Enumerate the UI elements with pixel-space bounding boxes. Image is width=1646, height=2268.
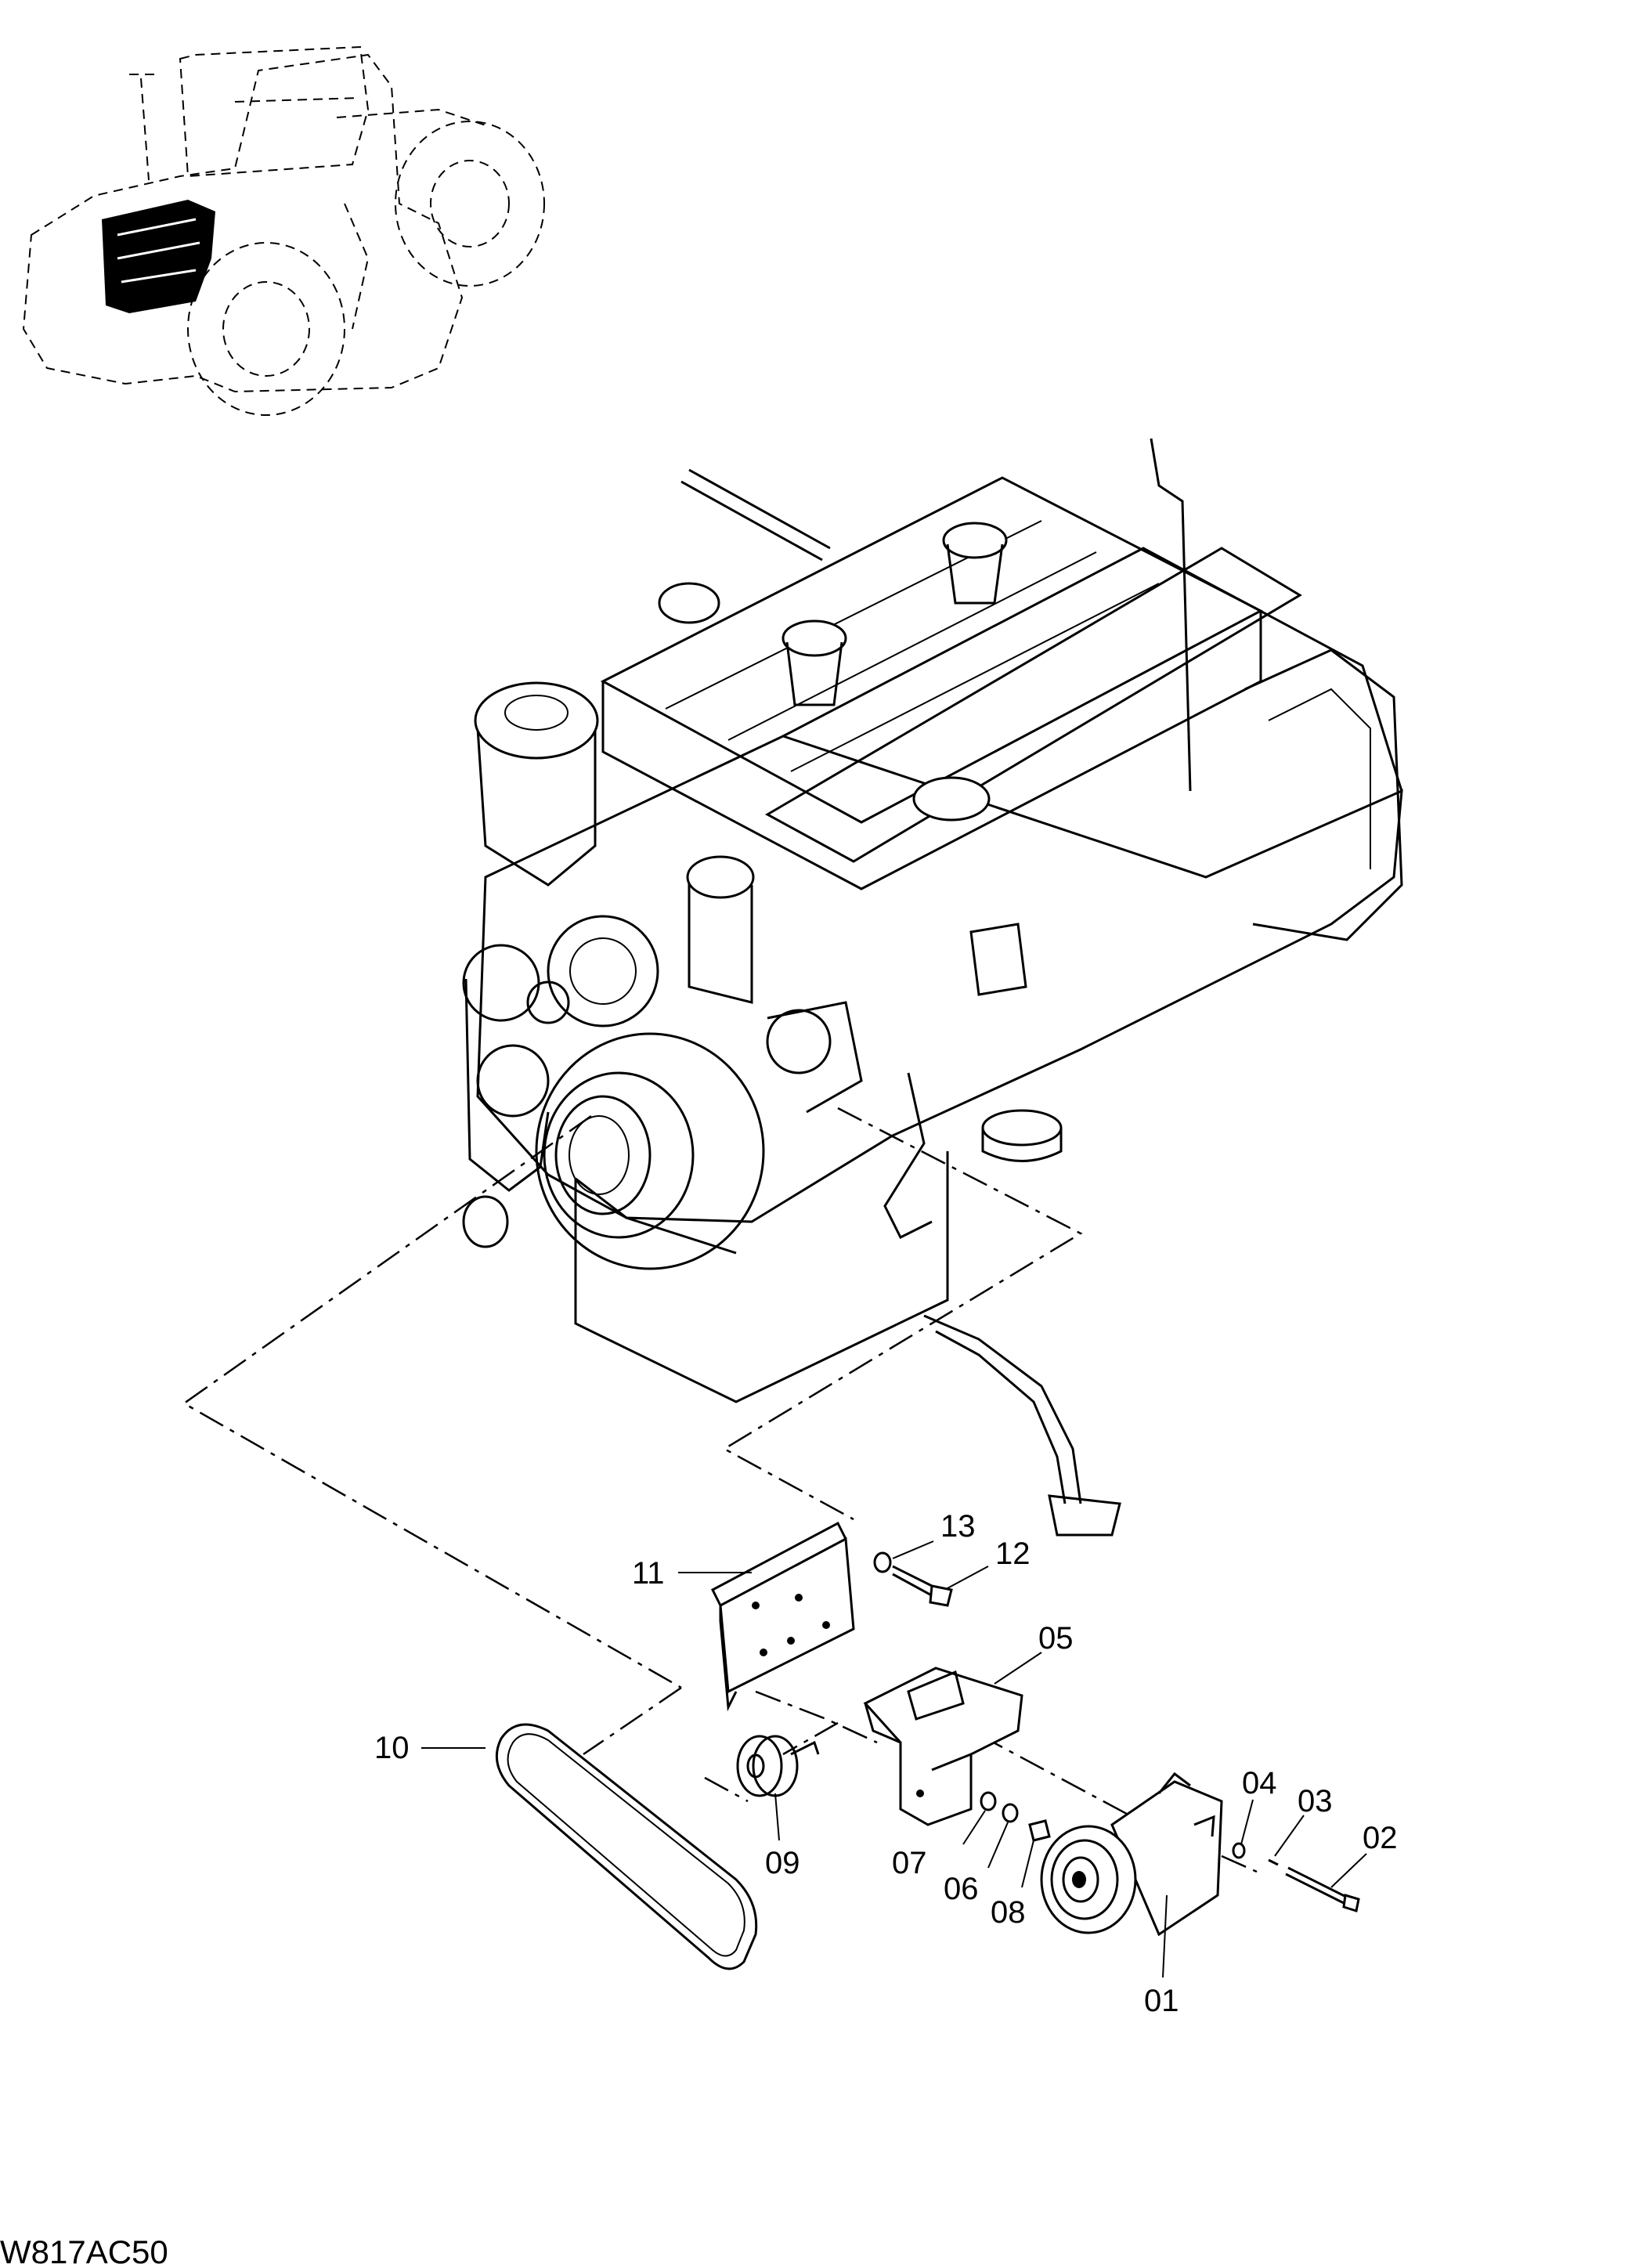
callout-07: 07 [892,1846,927,1880]
part-08-nut [1028,1819,1051,1842]
part-12-bolt [892,1565,953,1607]
leader-06 [987,1822,1009,1869]
leader-13 [892,1540,934,1559]
callout-leaders [421,1540,1367,1978]
part-04-washer [1232,1842,1246,1859]
part-05-compressor-bracket [863,1667,1023,1826]
part-02-long-bolt [1285,1866,1360,1912]
part-11-bracket-plate [711,1521,855,1712]
assembly-guidelines [182,1107,1258,1873]
leader-09 [774,1793,780,1841]
callout-04: 04 [1242,1766,1277,1800]
leader-03 [1274,1815,1305,1857]
part-06-washer [1002,1803,1019,1823]
leader-04 [1240,1799,1254,1845]
callout-labels: 13 12 11 05 10 09 07 06 08 01 04 03 02 [374,1509,1398,2018]
callout-05: 05 [1038,1621,1074,1656]
engine-assembly [462,438,1403,1537]
part-07-washer [980,1791,997,1811]
callout-01: 01 [1144,1984,1179,2018]
machine-locator-inset [22,45,545,416]
leader-05 [994,1652,1042,1685]
callout-08: 08 [991,1895,1026,1930]
leader-07 [962,1810,986,1845]
drawing-code: W817AC50 [0,2234,168,2268]
callout-13: 13 [940,1509,976,1544]
callout-09: 09 [765,1846,800,1880]
leader-01 [1162,1894,1168,1978]
part-03-spacer [1268,1858,1279,1866]
leader-02 [1330,1853,1367,1888]
part-09-idler-pulley [736,1735,820,1797]
part-13-washer [873,1551,892,1573]
callout-10: 10 [374,1731,410,1765]
engine-highlight [102,200,215,313]
part-10-v-belt [495,1723,758,1970]
callout-06: 06 [944,1872,979,1906]
part-01-ac-compressor [1040,1771,1223,1937]
callout-11: 11 [632,1556,665,1591]
callout-02: 02 [1363,1821,1398,1855]
callout-03: 03 [1298,1784,1333,1818]
leader-08 [1021,1840,1034,1888]
callout-12: 12 [995,1537,1031,1571]
leader-12 [947,1566,989,1589]
